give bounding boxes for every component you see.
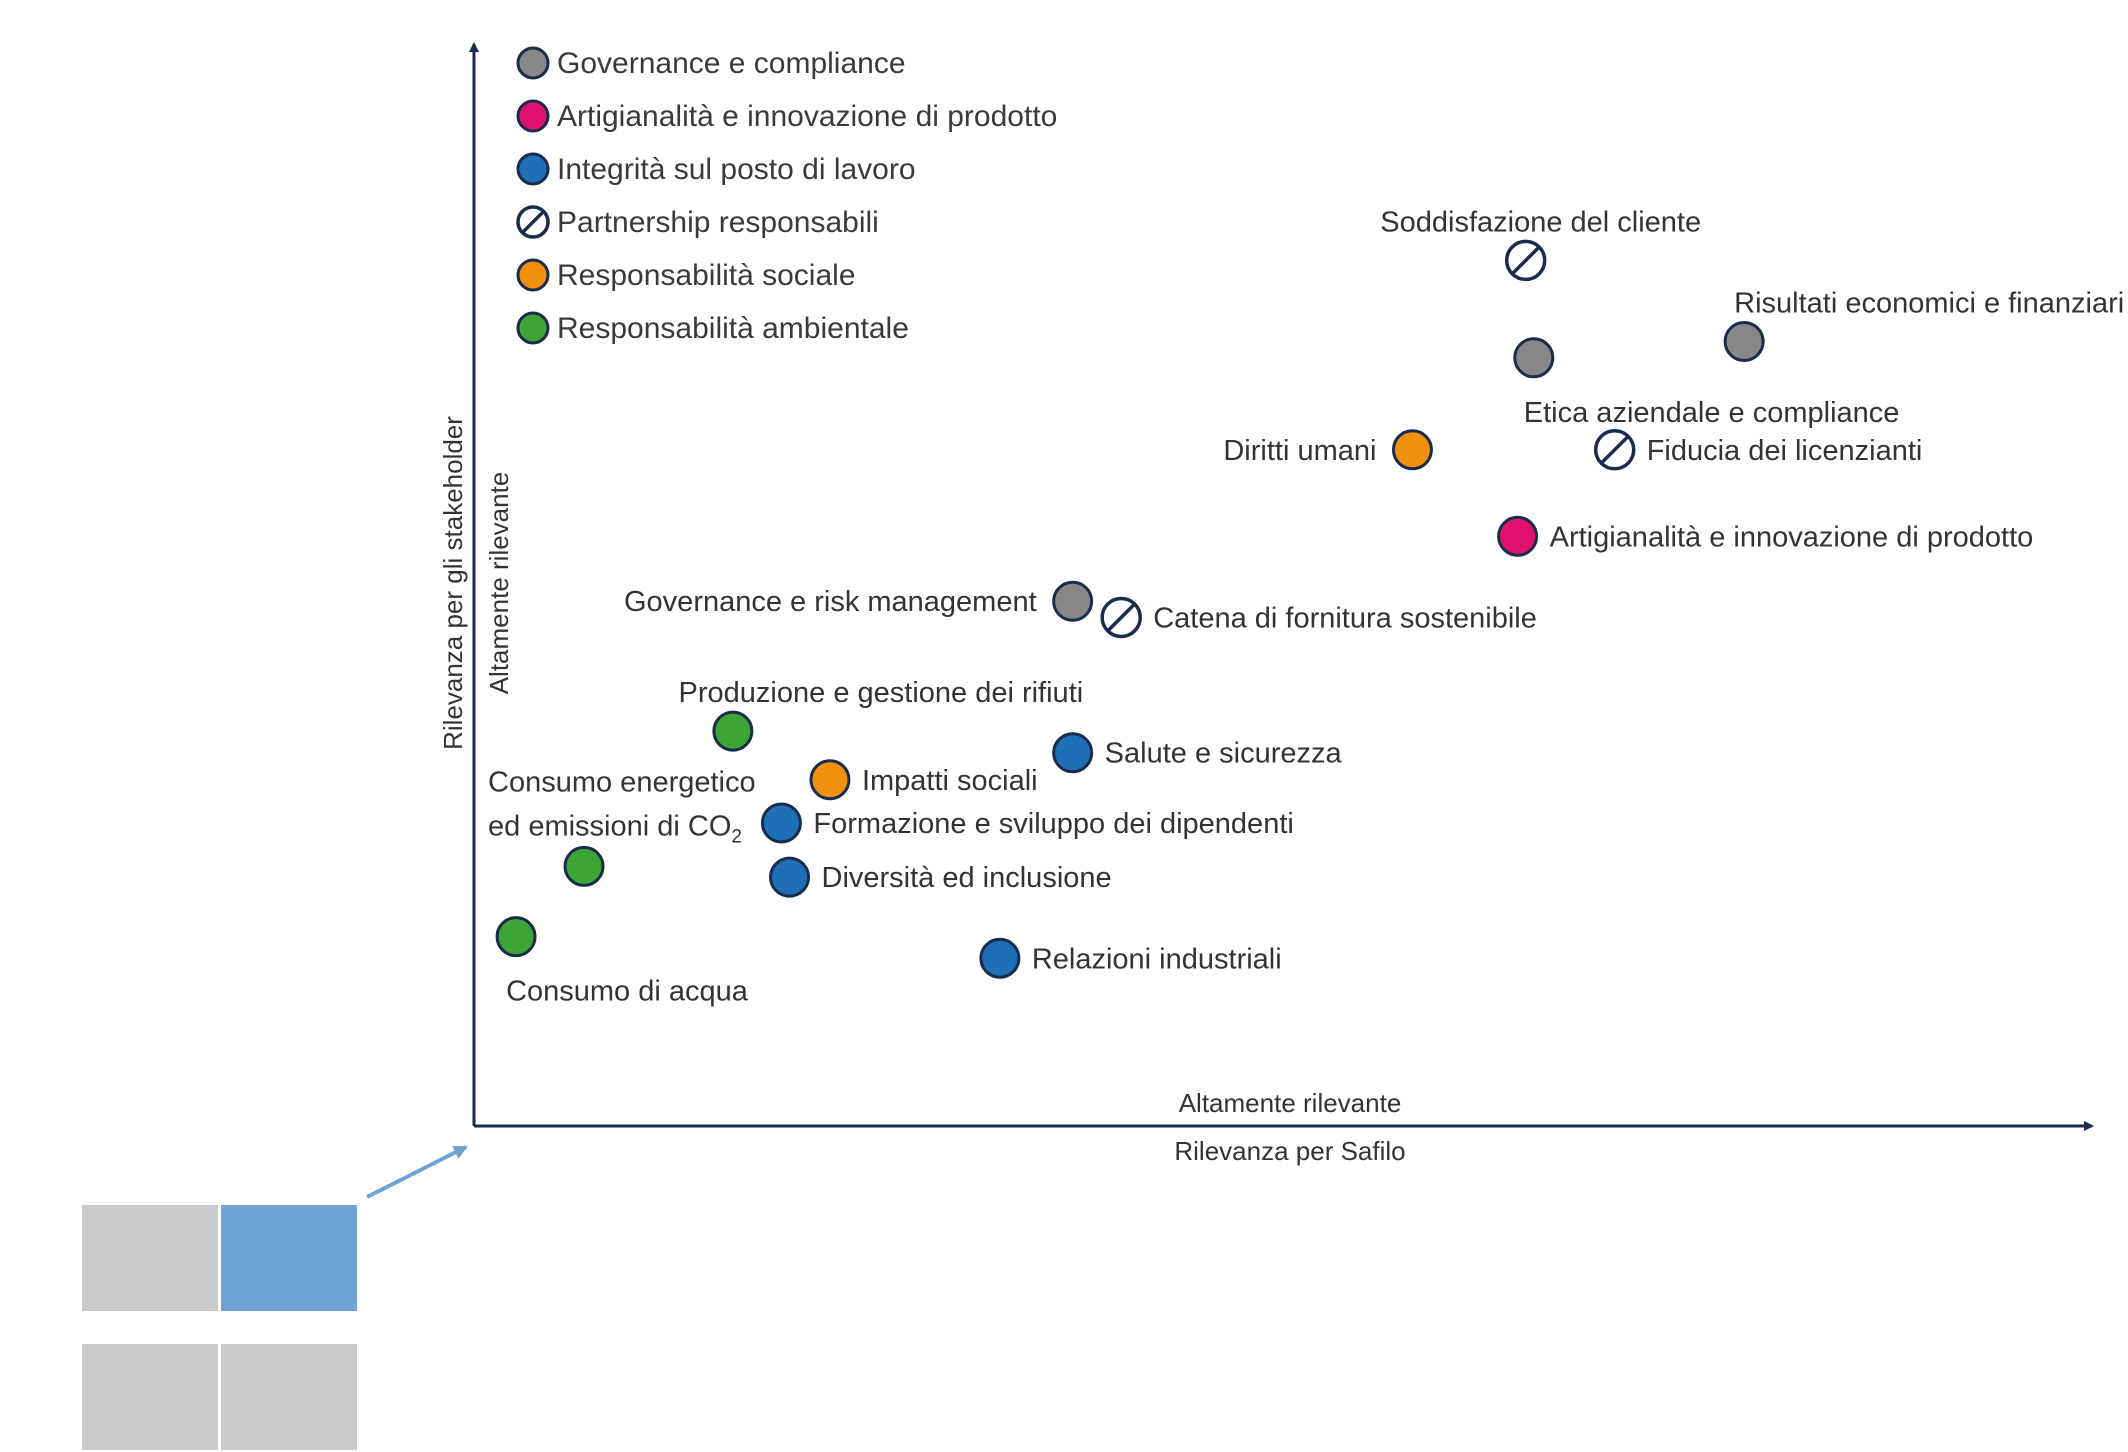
point-label-13: Diversità ed inclusione — [822, 862, 1112, 894]
point-marker-7 — [1100, 596, 1142, 639]
point-marker-15 — [979, 937, 1021, 979]
point-label-0: Soddisfazione del cliente — [1380, 206, 1701, 238]
point-marker-4 — [1593, 429, 1636, 471]
legend-marker-ambientale-icon — [516, 311, 550, 345]
legend-label-lavoro: Integrità sul posto di lavoro — [557, 153, 916, 186]
point-label-1: Risultati economici e finanziari — [1734, 288, 2124, 320]
point-label-6: Governance e risk management — [624, 586, 1037, 618]
legend-label-governance: Governance e compliance — [557, 47, 906, 80]
quadrant-cell-low-low — [82, 1344, 218, 1450]
point-marker-6 — [1052, 580, 1094, 622]
point-marker-13 — [769, 856, 811, 898]
point-marker-2 — [1513, 337, 1555, 379]
point-marker-9 — [1052, 732, 1094, 774]
point-marker-12 — [563, 845, 605, 887]
quadrant-cell-high-high — [221, 1205, 357, 1311]
point-marker-1 — [1723, 321, 1765, 363]
legend-label-ambientale: Responsabilità ambientale — [557, 312, 909, 345]
point-label-15: Relazioni industriali — [1032, 943, 1282, 975]
point-marker-8 — [712, 710, 754, 752]
legend-marker-partnership-icon — [516, 205, 550, 239]
quadrant-key — [82, 1145, 468, 1450]
quadrant-cell-low-high — [82, 1205, 218, 1311]
y-axis-high-label: Altamente rilevante — [484, 472, 514, 695]
y-axis-label: Rilevanza per gli stakeholder — [438, 416, 468, 750]
point-label-7: Catena di fornitura sostenibile — [1153, 602, 1537, 634]
legend-label-artigianalita: Artigianalità e innovazione di prodotto — [557, 100, 1057, 133]
point-label-9: Salute e sicurezza — [1105, 738, 1343, 770]
point-label-8: Produzione e gestione dei rifiuti — [679, 677, 1084, 709]
legend-marker-artigianalita-icon — [516, 99, 550, 133]
x-axis-label: Rilevanza per Safilo — [1174, 1136, 1405, 1166]
point-label-10: Impatti sociali — [862, 765, 1038, 797]
point-label-4: Fiducia dei licenzianti — [1647, 435, 1923, 467]
point-marker-11 — [760, 802, 802, 844]
legend-label-sociale: Responsabilità sociale — [557, 259, 856, 292]
legend-label-partnership: Partnership responsabili — [557, 206, 879, 239]
point-marker-5 — [1497, 515, 1539, 557]
point-label-2: Etica aziendale e compliance — [1524, 397, 1900, 429]
quadrant-cell-high-low — [221, 1344, 357, 1450]
point-marker-10 — [809, 759, 851, 801]
point-label-3: Diritti umani — [1223, 435, 1376, 467]
axes: Rilevanza per gli stakeholder Altamente … — [438, 42, 2094, 1166]
quadrant-arrow-icon — [366, 1145, 468, 1199]
point-label-5: Artigianalità e innovazione di prodotto — [1550, 521, 2034, 553]
legend-marker-sociale-icon — [516, 258, 550, 292]
point-label-12: Consumo energetico — [488, 766, 756, 798]
legend-marker-governance-icon — [516, 46, 550, 80]
x-axis-high-label: Altamente rilevante — [1179, 1088, 1402, 1118]
point-label-14: Consumo di acqua — [506, 976, 749, 1008]
point-marker-3 — [1391, 429, 1433, 471]
point-marker-0 — [1504, 239, 1547, 282]
point-marker-14 — [495, 916, 537, 958]
legend-marker-lavoro-icon — [516, 152, 550, 186]
point-label-11: Formazione e sviluppo dei dipendenti — [813, 808, 1293, 840]
point-label-12-line2: ed emissioni di CO2 — [488, 810, 742, 847]
